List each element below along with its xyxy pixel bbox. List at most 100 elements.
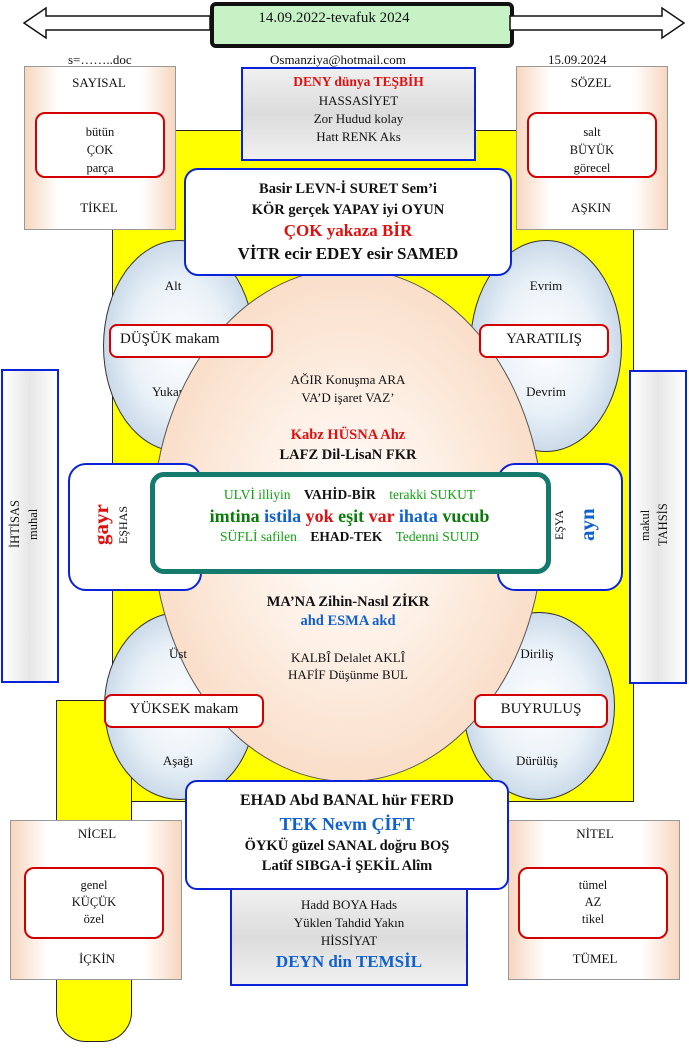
- ellipse-top-right-bottom: Devrim: [526, 384, 566, 399]
- ellipse-bottom-left-top: Üst: [168, 646, 188, 661]
- green-row2-w7: vucub: [442, 506, 490, 526]
- outer-right-line2: TAHSİS: [656, 503, 670, 547]
- center-line5: MA’NA Zihin-Nasıl ZİKR: [266, 594, 430, 610]
- ellipse-bottom-right-box-label: BUYRULUŞ: [500, 701, 582, 717]
- ellipse-top-left-box: [109, 324, 273, 358]
- corner-top-right-line3: görecel: [573, 161, 611, 175]
- top-blue-line4: VİTR ecir EDEY esir SAMED: [237, 244, 459, 263]
- bottom-grey-line1: Hadd BOYA Hads: [300, 897, 398, 912]
- ellipse-top-right-box-label: YARATILIŞ: [506, 331, 582, 347]
- date-label: 15.09.2024: [548, 52, 607, 67]
- top-blue-line2: KÖR gerçek YAPAY iyi OYUN: [251, 202, 445, 218]
- ellipse-top-left-box-label: DÜŞÜK makam: [120, 331, 220, 347]
- left-arrow-icon: [22, 6, 211, 40]
- bottom-grey-box: [230, 888, 468, 986]
- green-row3-c: Tedenni SUUD: [395, 529, 480, 544]
- corner-top-right-bottom: AŞKIN: [571, 200, 611, 215]
- bottom-blue-box: [185, 780, 509, 890]
- corner-bottom-right-top: NİTEL: [576, 826, 614, 841]
- top-blue-line3: ÇOK yakaza BİR: [283, 221, 413, 240]
- bottom-blue-line4: Latîf SIBGA-İ ŞEKİL Alîm: [261, 858, 433, 874]
- green-row3-b: EHAD-TEK: [310, 529, 383, 544]
- corner-bottom-left-top: NİCEL: [77, 826, 117, 841]
- right-side-small: EŞYA: [552, 510, 566, 541]
- bottom-grey-line2: Yüklen Tahdid Yakın: [293, 915, 405, 930]
- email-label: Osmanziya@hotmail.com: [270, 52, 406, 67]
- corner-bottom-left-box: [24, 867, 164, 939]
- bottom-grey-line4: DEYN din TEMSİL: [275, 952, 423, 971]
- bottom-blue-line3: ÖYKÜ güzel SANAL doğru BOŞ: [244, 838, 450, 854]
- corner-bottom-left-bottom: İÇKİN: [78, 951, 116, 966]
- center-line7: KALBÎ Delalet AKLÎ: [290, 650, 406, 665]
- corner-top-left-line2: ÇOK: [86, 143, 114, 157]
- bottom-grey-line3: HİSSİYAT: [320, 933, 378, 948]
- green-row2-w5: var: [368, 506, 395, 526]
- top-grey-line2: HASSASİYET: [318, 93, 399, 108]
- green-row2-w1: imtina: [209, 506, 260, 526]
- ellipse-bottom-right-box: [474, 694, 608, 728]
- corner-top-left-line3: parça: [86, 161, 114, 175]
- header-title: 14.09.2022-tevafuk 2024: [258, 10, 410, 26]
- top-grey-line1: DENY dünya TEŞBİH: [293, 74, 424, 89]
- corner-top-left-line1: bütün: [85, 125, 115, 139]
- bottom-blue-line1: EHAD Abd BANAL hür FERD: [240, 792, 454, 809]
- outer-right-box: [629, 370, 687, 684]
- corner-bottom-left-line2: KÜÇÜK: [71, 895, 117, 909]
- outer-left-line1: İHTİSAS: [8, 500, 22, 548]
- corner-bottom-left-line1: genel: [80, 878, 108, 892]
- right-arrow-icon: [509, 6, 686, 40]
- green-row1-c: terakki SUKUT: [389, 487, 476, 502]
- green-center-box: [150, 472, 551, 574]
- outer-left-box: [1, 369, 59, 683]
- right-side-big: ayn: [575, 508, 599, 542]
- ellipse-bottom-right-top: Diriliş: [520, 646, 554, 661]
- center-line4: LAFZ Dil-LisaN FKR: [279, 447, 417, 463]
- green-row2-w6: ihata: [398, 506, 438, 526]
- corner-top-right-top: SÖZEL: [570, 75, 612, 90]
- ellipse-top-left-top: Alt: [164, 278, 182, 293]
- doc-label: s=……..doc: [68, 52, 132, 67]
- corner-top-right-line1: salt: [583, 125, 601, 139]
- green-row2: imtina istila yok eşit var ihata vucub: [150, 506, 549, 527]
- ellipse-bottom-right-bottom: Dürülüş: [516, 753, 558, 768]
- outer-left-line2: muhal: [26, 508, 40, 540]
- corner-top-left-bottom: TİKEL: [80, 200, 118, 215]
- corner-bottom-right-line1: tümel: [578, 878, 608, 892]
- green-row1-b: VAHİD-BİR: [304, 487, 376, 502]
- green-row1: ULVİ illiyin VAHİD-BİR terakki SUKUT: [150, 487, 549, 503]
- left-side-small: EŞHAS: [116, 506, 130, 545]
- center-line6: ahd ESMA akd: [300, 613, 396, 629]
- green-row3-a: SÜFLİ safilen: [219, 529, 297, 544]
- green-row1-a: ULVİ illiyin: [223, 487, 291, 502]
- outer-right-line1: makul: [638, 509, 652, 541]
- center-line2: VA’D işaret VAZ’: [301, 390, 395, 405]
- corner-top-left-box: [35, 112, 165, 178]
- corner-bottom-right-line2: AZ: [584, 895, 602, 909]
- ellipse-bottom-left-bottom: Aşağı: [162, 753, 194, 768]
- corner-bottom-right-box: [518, 867, 668, 939]
- ellipse-top-right-box: [479, 324, 609, 358]
- ellipse-top-right-top: Evrim: [529, 278, 563, 293]
- corner-bottom-left-line3: özel: [83, 912, 105, 926]
- top-grey-line3: Zor Hudud kolay: [313, 111, 404, 126]
- corner-top-right-box: [527, 112, 657, 178]
- top-grey-box: [241, 67, 476, 161]
- corner-top-left-top: SAYISAL: [72, 75, 126, 90]
- center-line8: HAFİF Düşünme BUL: [288, 667, 408, 682]
- center-line1: AĞIR Konuşma ARA: [290, 372, 406, 387]
- top-blue-box: [184, 168, 512, 276]
- green-row3: SÜFLİ safilen EHAD-TEK Tedenni SUUD: [150, 529, 549, 545]
- green-row2-w2: istila: [264, 506, 302, 526]
- bottom-blue-line2: TEK Nevm ÇİFT: [279, 814, 415, 834]
- left-side-big: gayr: [89, 504, 113, 546]
- center-line3: Kabz HÜSNA Ahz: [290, 427, 406, 443]
- green-row2-w3: yok: [305, 506, 334, 526]
- green-row2-w4: eşit: [338, 506, 365, 526]
- top-blue-line1: Basir LEVN-İ SURET Sem’i: [259, 181, 437, 197]
- corner-bottom-right-bottom: TÜMEL: [572, 951, 618, 966]
- corner-top-right-line2: BÜYÜK: [569, 143, 615, 157]
- ellipse-bottom-left-box: [104, 694, 264, 728]
- corner-bottom-right-line3: tikel: [581, 912, 605, 926]
- ellipse-bottom-left-box-label: YÜKSEK makam: [129, 701, 239, 717]
- top-grey-line4: Hatt RENK Aks: [316, 129, 401, 144]
